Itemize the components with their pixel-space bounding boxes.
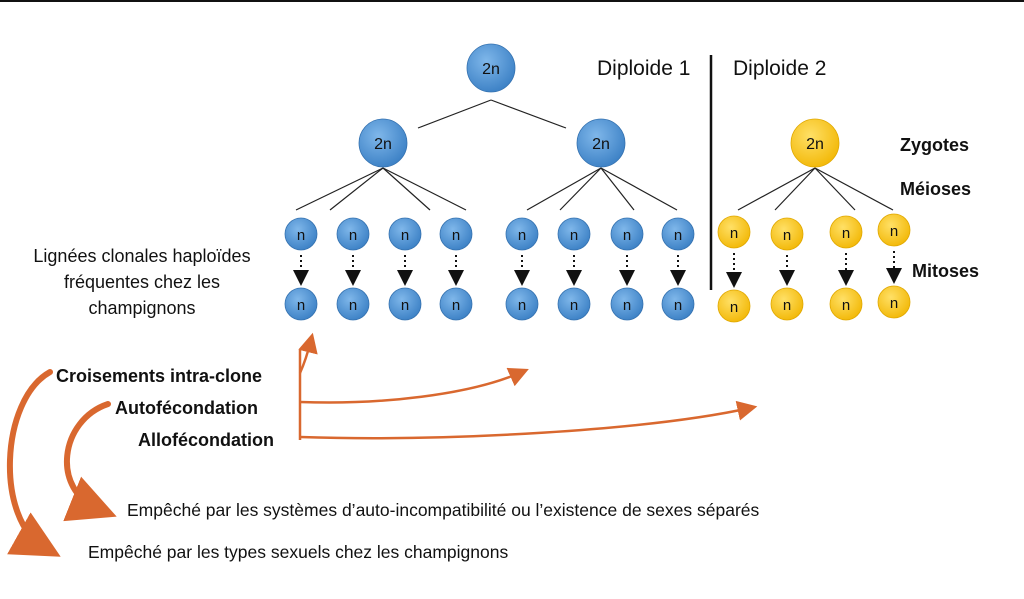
autofecondation-arrow <box>299 367 529 404</box>
intra-consequence-arrow <box>7 369 61 557</box>
svg-text:n: n <box>783 227 791 244</box>
svg-text:n: n <box>401 227 409 244</box>
mitosis-arrows <box>293 251 902 288</box>
haploid-node-bottom-4: n <box>439 287 473 321</box>
svg-text:n: n <box>674 297 682 314</box>
svg-text:n: n <box>623 227 631 244</box>
svg-text:n: n <box>297 297 305 314</box>
crossing-autofecondation: Autofécondation <box>115 398 258 418</box>
haploid-node-bottom-1: n <box>284 287 318 321</box>
svg-text:2n: 2n <box>592 136 610 153</box>
svg-text:n: n <box>623 297 631 314</box>
diploid-child-node-right: 2n <box>576 118 626 168</box>
edge-m2-b <box>559 167 602 211</box>
svg-text:n: n <box>297 227 305 244</box>
svg-text:n: n <box>842 297 850 314</box>
svg-text:2n: 2n <box>482 61 500 78</box>
svg-text:n: n <box>518 297 526 314</box>
haploid-node-top-5: n <box>505 217 539 251</box>
zygote-node: 2n <box>790 118 840 168</box>
yellow-haploid-top-3: n <box>829 215 863 249</box>
diploid-root-node: 2n <box>466 43 516 93</box>
stage-zygotes: Zygotes <box>900 135 970 155</box>
svg-text:n: n <box>349 227 357 244</box>
svg-text:n: n <box>783 297 791 314</box>
haploid-node-bottom-5: n <box>505 287 539 321</box>
edge-m1-a <box>295 167 384 211</box>
yellow-haploid-bottom-1: n <box>717 289 751 323</box>
haploid-node-top-2: n <box>336 217 370 251</box>
crossing-intra-clone: Croisements intra-clone <box>56 366 263 386</box>
consequence-intra: Empêché par les types sexuels chez les c… <box>88 542 509 562</box>
haploid-node-bottom-2: n <box>336 287 370 321</box>
clonal-lineage-label: Lignées clonales haploïdes fréquentes ch… <box>33 246 251 318</box>
edge-z-c <box>814 167 856 211</box>
header-diploid-1: Diploide 1 <box>597 57 691 80</box>
yellow-haploid-bottom-2: n <box>770 287 804 321</box>
svg-text:n: n <box>842 225 850 242</box>
svg-text:n: n <box>730 225 738 242</box>
svg-text:2n: 2n <box>374 136 392 153</box>
svg-text:n: n <box>518 227 526 244</box>
haploid-node-top-4: n <box>439 217 473 251</box>
edge-z-b <box>774 167 816 211</box>
haploid-node-top-6: n <box>557 217 591 251</box>
tree-edges <box>295 99 894 211</box>
intra-clone-arrow <box>298 332 318 374</box>
edge-z-d <box>814 167 894 211</box>
edge-m2-c <box>600 167 635 211</box>
edge-m1-d <box>382 167 467 211</box>
haploid-node-top-1: n <box>284 217 318 251</box>
edge-m1-c <box>382 167 431 211</box>
edge-root-left <box>417 99 492 129</box>
crossing-allofecondation: Allofécondation <box>138 430 274 450</box>
haploid-node-top-7: n <box>610 217 644 251</box>
yellow-haploid-top-2: n <box>770 217 804 251</box>
edge-m2-d <box>600 167 678 211</box>
haploid-node-bottom-3: n <box>388 287 422 321</box>
svg-text:n: n <box>730 299 738 316</box>
allofecondation-arrow <box>299 400 758 440</box>
edge-m2-a <box>526 167 602 211</box>
svg-text:n: n <box>452 227 460 244</box>
auto-consequence-arrow <box>63 401 117 522</box>
yellow-haploid-top-1: n <box>717 215 751 249</box>
svg-text:n: n <box>674 227 682 244</box>
haploid-node-bottom-8: n <box>661 287 695 321</box>
edge-m1-b <box>329 167 384 211</box>
header-diploid-2: Diploide 2 <box>733 57 827 80</box>
haploid-node-bottom-6: n <box>557 287 591 321</box>
svg-text:n: n <box>401 297 409 314</box>
svg-text:2n: 2n <box>806 136 824 153</box>
yellow-haploid-bottom-4: n <box>877 285 911 319</box>
svg-text:n: n <box>349 297 357 314</box>
svg-text:n: n <box>890 295 898 312</box>
svg-text:n: n <box>570 227 578 244</box>
edge-z-a <box>737 167 816 211</box>
svg-text:n: n <box>452 297 460 314</box>
edge-root-right <box>490 99 567 129</box>
svg-text:n: n <box>890 223 898 240</box>
consequence-auto: Empêché par les systèmes d’auto-incompat… <box>127 500 760 520</box>
svg-text:n: n <box>570 297 578 314</box>
haploid-node-bottom-7: n <box>610 287 644 321</box>
stage-mitoses: Mitoses <box>912 261 980 281</box>
haploid-node-top-3: n <box>388 217 422 251</box>
yellow-haploid-bottom-3: n <box>829 287 863 321</box>
yellow-haploid-top-4: n <box>877 213 911 247</box>
top-border <box>0 0 1024 2</box>
diploid-child-node-left: 2n <box>358 118 408 168</box>
haploid-node-top-8: n <box>661 217 695 251</box>
stage-meioses: Méioses <box>900 179 972 199</box>
tree-nodes: 2n 2n 2n 2n n n n n n n n n n n n n n n n n n n n n n n n n <box>284 43 911 323</box>
